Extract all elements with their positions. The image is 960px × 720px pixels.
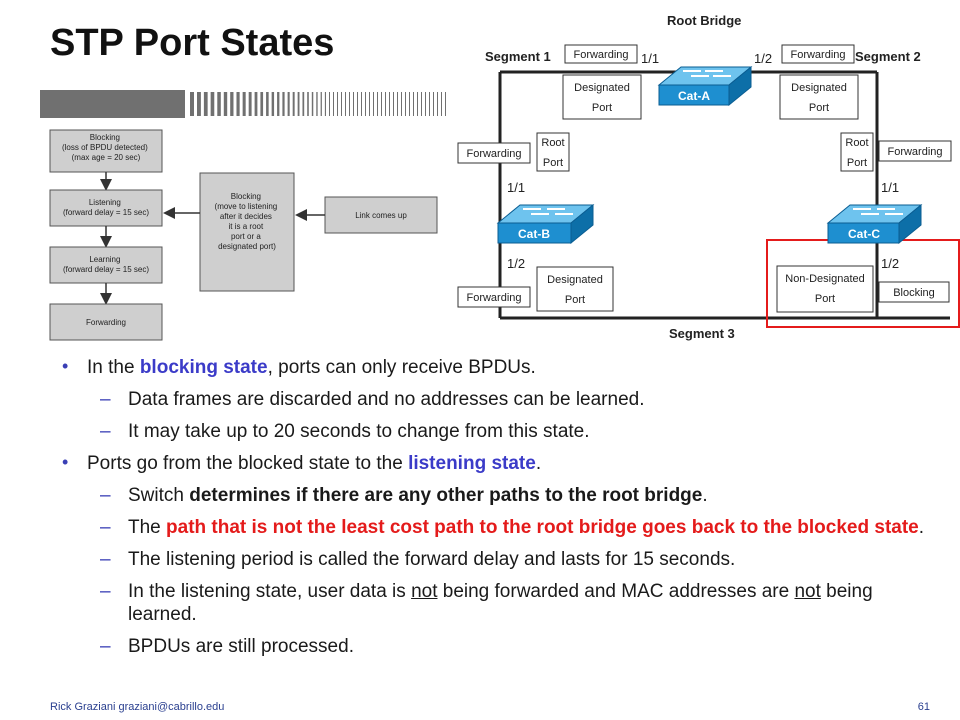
tag-forwarding-seg2: Forwarding [781, 44, 855, 64]
flow-box-learning: Learning (forward delay = 15 sec) [49, 246, 163, 284]
dash-icon: – [100, 636, 111, 657]
port-a-1-2: 1/2 [754, 51, 772, 66]
highlight-listening-state: listening state [408, 453, 536, 474]
bullet-blocking-state: • In the blocking state, ports can only … [62, 356, 942, 379]
flow-text-blocking: Blocking (loss of BPDU detected) (max ag… [62, 133, 150, 162]
slide-title: STP Port States [50, 22, 335, 64]
flow-box-blocking-center: Blocking (move to listening after it dec… [199, 172, 295, 292]
dash-icon: – [100, 517, 111, 538]
text: In the [87, 357, 140, 378]
svg-text:Link comes up: Link comes up [355, 211, 407, 220]
port-c-1-1: 1/1 [881, 180, 899, 195]
text: . [918, 517, 925, 538]
text: The listening period is called the forwa… [128, 549, 736, 570]
text: being learned. [128, 581, 873, 625]
flow-box-listening: Listening (forward delay = 15 sec) [49, 189, 163, 227]
tag-forwarding-b-top: Forwarding [457, 142, 531, 164]
text-bold: determines if there are any other paths … [189, 485, 703, 506]
label-root-bridge: Root Bridge [667, 13, 741, 28]
switch-cat-a: Cat-A [657, 65, 753, 107]
sub-bullet-20-seconds: – It may take up to 20 seconds to change… [62, 420, 942, 443]
text: , ports can only receive BPDUs. [267, 357, 536, 378]
port-b-1-2: 1/2 [507, 256, 525, 271]
text: It may take up to 20 seconds to change f… [128, 421, 590, 442]
text: being forwarded and MAC addresses are [437, 581, 795, 602]
text-underline: not [794, 581, 821, 602]
text: . [535, 453, 542, 474]
flow-box-link-comes-up: Link comes up [324, 196, 438, 234]
label-segment-2: Segment 2 [855, 49, 921, 64]
tag-forwarding-b-bottom: Forwarding [457, 286, 531, 308]
svg-text:Blocking: Blocking [893, 287, 935, 299]
bullet-dot-icon: • [62, 452, 69, 472]
text: Switch [128, 485, 190, 506]
svg-text:Forwarding: Forwarding [573, 49, 628, 61]
highlight-blocking-state: blocking state [139, 357, 268, 378]
flow-box-forwarding: Forwarding [49, 303, 163, 341]
tag-blocking-c: Blocking [878, 281, 950, 303]
bullet-list: • In the blocking state, ports can only … [62, 356, 942, 667]
footer-author: Rick Graziani graziani@cabrillo.edu [50, 701, 225, 713]
svg-text:Forwarding: Forwarding [466, 148, 521, 160]
text: Data frames are discarded and no address… [128, 389, 645, 410]
text: The [128, 517, 167, 538]
dash-icon: – [100, 549, 111, 570]
svg-text:Blocking (move to listen: Blocking (move to listening after it dec… [215, 192, 280, 251]
svg-text:Learning (forward delay: Learning (forward delay = 15 sec) [63, 255, 149, 274]
label-segment-1: Segment 1 [485, 49, 551, 64]
tag-forwarding-c-top: Forwarding [878, 140, 952, 162]
dash-icon: – [100, 389, 111, 410]
svg-text:Listening (forward delay: Listening (forward delay = 15 sec) [63, 198, 149, 217]
tag-forwarding-seg1: Forwarding [564, 44, 638, 64]
svg-text:Forwarding: Forwarding [86, 318, 126, 327]
sub-bullet-bpdus-processed: – BPDUs are still processed. [62, 635, 942, 658]
switch-label-cat-c: Cat-C [848, 227, 880, 241]
dash-icon: – [100, 485, 111, 506]
sub-bullet-path-blocked: – The path that is not the least cost pa… [62, 516, 942, 539]
switch-label-cat-b: Cat-B [518, 227, 550, 241]
switch-cat-b: Cat-B [496, 203, 595, 245]
dash-icon: – [100, 421, 111, 442]
text-red: path that is not the least cost path to … [166, 517, 919, 538]
text: Ports go from the blocked state to the [87, 453, 409, 474]
switch-label-cat-a: Cat-A [678, 89, 710, 103]
sub-bullet-forward-delay: – The listening period is called the for… [62, 548, 942, 571]
switch-cat-c: Cat-C [826, 203, 923, 245]
bullet-listening-state: • Ports go from the blocked state to the… [62, 452, 942, 475]
port-c-1-2: 1/2 [881, 256, 899, 271]
text: BPDUs are still processed. [128, 636, 354, 657]
label-segment-3: Segment 3 [669, 326, 735, 341]
port-a-1-1: 1/1 [641, 51, 659, 66]
sub-bullet-data-frames: – Data frames are discarded and no addre… [62, 388, 942, 411]
svg-text:Forwarding: Forwarding [887, 146, 942, 158]
bullet-dot-icon: • [62, 356, 69, 376]
svg-text:Forwarding: Forwarding [466, 292, 521, 304]
decorative-barcode-strip [40, 90, 446, 118]
text: In the listening state, user data is [128, 581, 412, 602]
sub-bullet-switch-determines: – Switch determines if there are any oth… [62, 484, 942, 507]
text-underline: not [411, 581, 438, 602]
stp-topology-diagram: Root Bridge Segment 1 Segment 2 Segment … [457, 13, 960, 341]
port-b-1-1: 1/1 [507, 180, 525, 195]
flow-box-blocking: Blocking (loss of BPDU detected) (max ag… [49, 129, 163, 173]
dash-icon: – [100, 581, 111, 602]
stp-state-flowchart: Blocking (loss of BPDU detected) (max ag… [49, 129, 438, 341]
page-number: 61 [917, 701, 930, 713]
text: . [702, 485, 708, 506]
svg-text:Forwarding: Forwarding [790, 49, 845, 61]
sub-bullet-listening-no-data: – In the listening state, user data is n… [62, 580, 942, 626]
